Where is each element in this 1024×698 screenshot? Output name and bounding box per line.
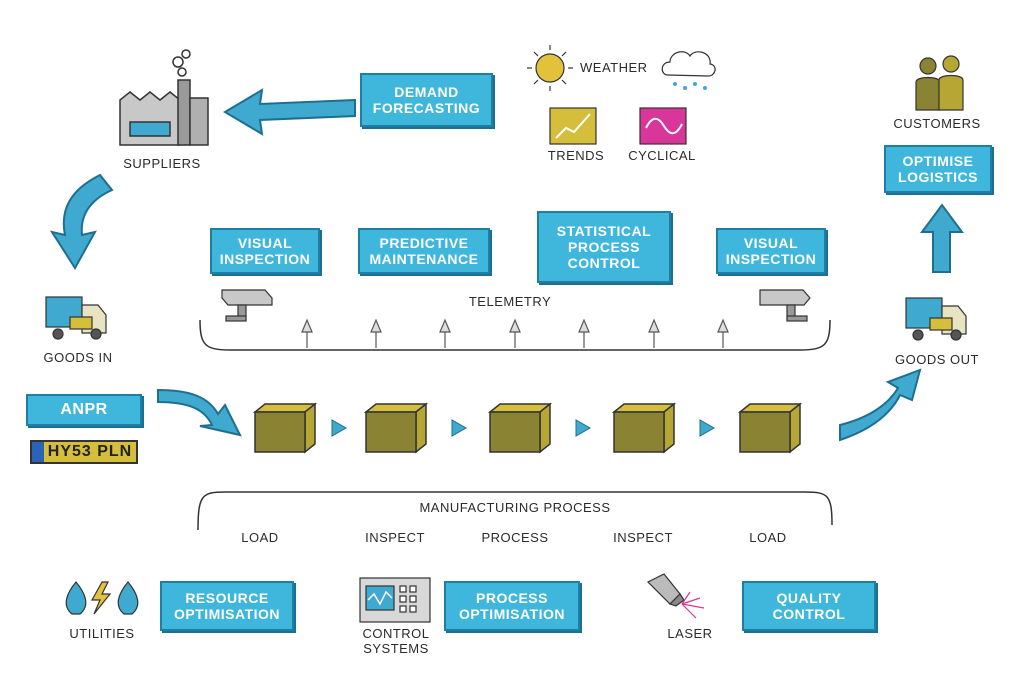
cube-icon — [487, 402, 553, 454]
anpr-box: ANPR — [26, 394, 142, 426]
arrow-to-goods-in — [49, 173, 114, 270]
customers-label: CUSTOMERS — [893, 116, 981, 131]
visual-inspection-box-right: VISUAL INSPECTION — [716, 228, 826, 274]
trends-label: TRENDS — [547, 148, 605, 163]
utilities-icon — [65, 581, 139, 615]
plate-country-strip — [32, 442, 44, 462]
laser-label: LASER — [667, 626, 713, 641]
control-panel-icon — [359, 577, 431, 623]
suppliers-label: SUPPLIERS — [123, 156, 201, 171]
process-step-process: PROCESS — [481, 530, 549, 545]
truck-icon — [905, 297, 967, 341]
truck-icon — [45, 296, 107, 340]
telemetry-arrows — [301, 318, 729, 348]
manufacturing-process-label: MANUFACTURING PROCESS — [419, 500, 611, 515]
control-systems-label: CONTROL SYSTEMS — [362, 626, 430, 656]
goods-in-label: GOODS IN — [43, 350, 113, 365]
optimise-logistics-box: OPTIMISE LOGISTICS — [884, 145, 992, 193]
quality-control-box: QUALITY CONTROL — [742, 581, 876, 631]
cube-icon — [363, 402, 429, 454]
cyclical-chart-icon — [639, 107, 687, 145]
cube-icon — [611, 402, 677, 454]
rain-cloud-icon — [661, 51, 716, 90]
visual-inspection-box-left: VISUAL INSPECTION — [210, 228, 320, 274]
customers-icon — [915, 55, 964, 111]
resource-optimisation-box: RESOURCE OPTIMISATION — [160, 581, 294, 631]
step-arrows — [331, 419, 716, 437]
manufacturing-bracket — [197, 491, 833, 531]
cube-icon — [737, 402, 803, 454]
camera-icon — [759, 289, 811, 322]
sun-icon — [527, 45, 573, 91]
process-optimisation-box: PROCESS OPTIMISATION — [444, 581, 580, 631]
goods-out-label: GOODS OUT — [895, 352, 979, 367]
statistical-process-control-box: STATISTICAL PROCESS CONTROL — [537, 211, 671, 283]
utilities-label: UTILITIES — [69, 626, 135, 641]
arrow-to-process — [157, 388, 242, 437]
demand-forecasting-box: DEMAND FORECASTING — [360, 73, 493, 127]
trends-chart-icon — [549, 107, 597, 145]
process-step-load: LOAD — [241, 530, 279, 545]
camera-icon — [221, 289, 273, 322]
process-step-load: LOAD — [749, 530, 787, 545]
cube-icon — [252, 402, 318, 454]
weather-label: WEATHER — [580, 60, 648, 75]
arrow-to-customers — [920, 203, 964, 273]
cyclical-label: CYCLICAL — [628, 148, 696, 163]
factory-icon — [119, 49, 209, 146]
plate-number: HY53 PLN — [47, 443, 133, 460]
process-step-inspect: INSPECT — [613, 530, 673, 545]
arrow-to-goods-out — [839, 368, 922, 442]
predictive-maintenance-box: PREDICTIVE MAINTENANCE — [358, 228, 490, 274]
telemetry-label: TELEMETRY — [468, 294, 552, 309]
license-plate: HY53 PLN — [30, 440, 138, 464]
telemetry-bracket — [199, 319, 831, 351]
laser-icon — [646, 573, 705, 619]
process-step-inspect: INSPECT — [365, 530, 425, 545]
arrow-to-suppliers — [223, 88, 356, 136]
